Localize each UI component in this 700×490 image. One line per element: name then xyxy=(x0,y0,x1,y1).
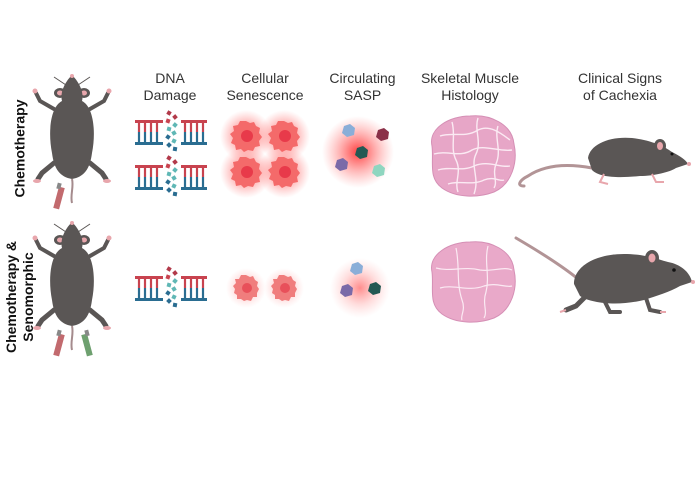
column-header-clinical-signs-cachexia: Clinical Signs of Cachexia xyxy=(577,70,663,103)
senescent-cells-chemo xyxy=(220,110,310,198)
muscle-histology-combo xyxy=(430,241,516,323)
mouse-combo xyxy=(33,221,112,357)
healthy-mouse xyxy=(514,236,695,314)
sasp-combo xyxy=(330,258,390,318)
dna-damage-combo xyxy=(133,265,209,310)
muscle-histology-chemo xyxy=(430,115,516,197)
sasp-chemo xyxy=(322,116,394,188)
dna-damage-chemo xyxy=(133,109,209,199)
senescent-cells-combo xyxy=(226,268,304,308)
column-header-cellular-senescence: Cellular Senescence xyxy=(226,70,304,103)
cachectic-mouse xyxy=(518,137,691,188)
column-header-dna-damage: DNA Damage xyxy=(143,70,197,103)
column-header-skeletal-muscle-histology: Skeletal Muscle Histology xyxy=(420,70,520,103)
mouse-chemo xyxy=(33,74,112,210)
column-header-circulating-sasp: Circulating SASP xyxy=(329,70,396,103)
